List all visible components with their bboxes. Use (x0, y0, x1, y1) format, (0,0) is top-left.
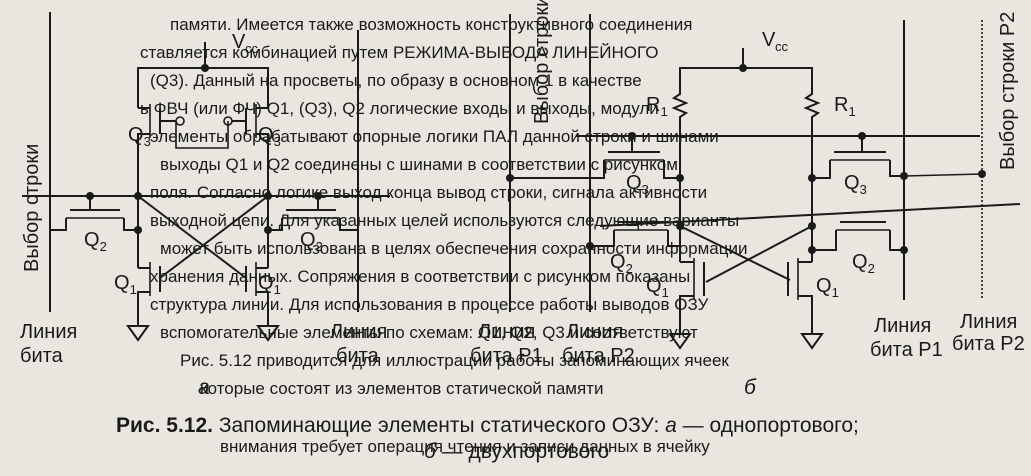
bit-p2-right-label-1: Линия (960, 311, 1017, 333)
ground-symbol (800, 333, 824, 350)
cross-couple-wire (705, 225, 813, 283)
bleed-line: вспомогательные элементы по схемам: Q1, … (160, 323, 698, 342)
q3-right-label: Q3 (844, 172, 867, 197)
diagram-b-dual-port-cell: V cc R1 R1 Q3 Q3 (470, 0, 1025, 399)
bleed-line: может быть использована в целях обеспече… (160, 239, 748, 258)
q3-left-label: Q3 (128, 124, 151, 149)
bit-line-left-label-1: Линия (20, 321, 77, 343)
bleed-line: выходной цепи. Для указанных целей испол… (150, 211, 739, 230)
q2-left-label: Q2 (610, 251, 633, 276)
r1-left-label: R1 (646, 94, 668, 119)
bleed-line: хранения данных. Сопряжения в соответств… (150, 267, 690, 286)
bit-p2-left-label-1: Линия (566, 321, 623, 343)
caption-letter-a: а (665, 414, 677, 437)
bleed-through-text: памяти. Имеется также возможность констр… (140, 15, 748, 456)
bit-line-right-label-1: Линия (330, 321, 387, 343)
q1-left-label: Q1 (114, 272, 137, 297)
q1-left-label: Q1 (646, 275, 669, 300)
caption-main-text: Запоминающие элементы статического ОЗУ: (213, 414, 665, 437)
vcc-subscript: cc (775, 39, 789, 54)
q2-left-label: Q2 (84, 229, 107, 254)
bleed-line: структура линии. Для использования в про… (150, 295, 709, 314)
panel-letter-a: а (198, 376, 210, 399)
bit-line-right-label-2: бита (336, 345, 380, 367)
bit-p1-right-label-1: Линия (874, 315, 931, 337)
caption-line-2: б — двухпортового (424, 440, 609, 463)
bleed-line: памяти. Имеется также возможность констр… (170, 15, 692, 34)
r1-right-label: R1 (834, 94, 856, 119)
bleed-line: ставляется комбинацией путем РЕЖИМА-ВЫВО… (140, 43, 658, 62)
bit-p1-left-label-2: бита P1 (470, 345, 543, 367)
bleed-line: (Q3). Данный на просветы, по образу в ос… (150, 71, 642, 90)
resistor-r1-left (671, 88, 689, 180)
row-select-p2-label: Выбор строки P2 (997, 12, 1019, 170)
bit-p1-right-label-2: бита P1 (870, 339, 943, 361)
caption-line-1: Рис. 5.12. Запоминающие элементы статиче… (116, 414, 859, 437)
cross-couple-wire (679, 225, 791, 281)
bleed-line: элементы обрабатывают опорные логики ПАЛ… (150, 127, 719, 146)
diagram-a-single-port-cell: V cc Q3 Q3 (20, 12, 390, 399)
bleed-line: ь ФВЧ (или ФЧ) Q1, (Q3), Q2 логические в… (140, 99, 659, 118)
bit-line-left-label-2: бита (20, 345, 64, 367)
resistor-r1-right (803, 88, 821, 180)
row-select-p2-line (599, 203, 1021, 227)
bleed-line: которые состоят из элементов статической… (200, 379, 603, 398)
q2-right-label: Q2 (300, 229, 323, 254)
cross-couple-wire (137, 195, 247, 279)
vcc-label: V (762, 29, 776, 51)
figure-caption: Рис. 5.12. Запоминающие элементы статиче… (116, 414, 859, 463)
caption-b-text: — двухпортового (436, 440, 609, 463)
bit-p2-right-label-2: бита P2 (952, 333, 1025, 355)
ground-symbol (126, 325, 150, 342)
q3-right-label: Q3 (258, 124, 281, 149)
vcc-label: V (232, 31, 246, 53)
figure-number: Рис. 5.12. (116, 414, 213, 437)
bleed-line: Рис. 5.12 приводится для иллюстрации раб… (180, 351, 729, 370)
caption-a-text: — однопортового; (677, 414, 859, 437)
bleed-line: выходы Q1 и Q2 соединены с шинами в соот… (160, 155, 678, 174)
ground-symbol (668, 333, 692, 350)
q2-right-label: Q2 (852, 251, 875, 276)
q1-right-label: Q1 (258, 272, 281, 297)
panel-letter-b: б (744, 376, 757, 399)
vcc-subscript: cc (245, 41, 259, 56)
bit-p2-left-label-2: бита P2 (562, 345, 635, 367)
row-select-p1-label: Выбор строки P1 (531, 0, 553, 124)
caption-letter-b: б (424, 440, 437, 463)
ground-symbol (256, 325, 280, 342)
q3-left-label: Q3 (626, 172, 649, 197)
bit-p1-left-label-1: Линия (478, 321, 535, 343)
cross-couple-wire (159, 195, 269, 279)
bleed-line: внимания требует операция чтения и запис… (220, 437, 710, 456)
q1-right-label: Q1 (816, 275, 839, 300)
row-select-label: Выбор строки (21, 144, 43, 272)
bleed-line: поля. Согласно логике выход конца вывод … (150, 183, 707, 202)
